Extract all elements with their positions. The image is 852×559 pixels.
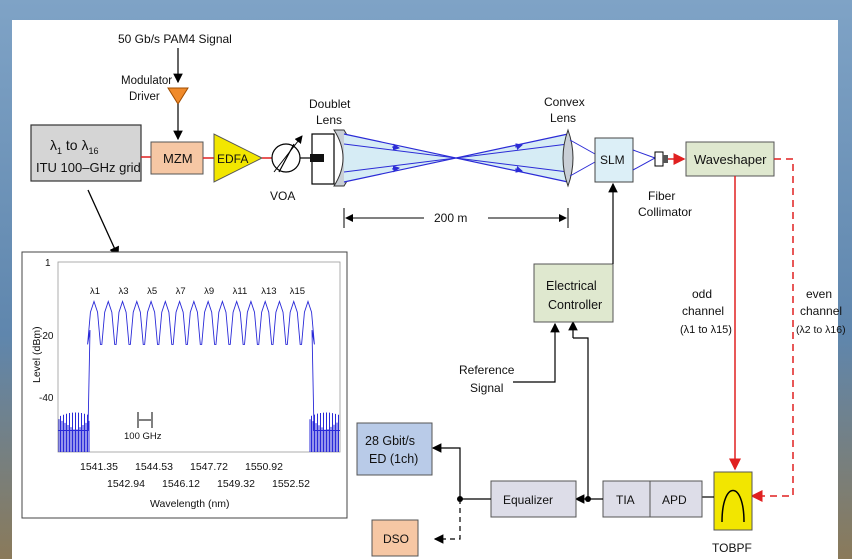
lens-to-slm-rays-2: [569, 161, 596, 177]
slm-box: [594, 137, 634, 183]
driver-label-2: Driver: [129, 91, 160, 103]
waveshaper-box: [685, 141, 775, 177]
apd-box: [649, 480, 703, 518]
spectrum-noise-floor: [58, 412, 339, 452]
ytick-3: -40: [39, 393, 54, 404]
ytick-1: 1: [45, 258, 51, 269]
odd-label-2: channel: [682, 304, 724, 318]
fiber-collimator-tip: [663, 155, 668, 163]
tobpf-filter-icon: [721, 490, 745, 523]
peak-label: λ3: [119, 286, 129, 297]
tia-label: TIA: [616, 493, 635, 507]
modulator-driver-icon: [167, 87, 189, 105]
fiber-launch: [310, 154, 324, 162]
convex-label-1: Convex: [544, 95, 585, 109]
ed-label-1: 28 Gbit/s: [365, 434, 415, 448]
slm-label: SLM: [600, 153, 625, 167]
peak-label: λ7: [176, 286, 186, 297]
xtick-top-4: 1550.92: [245, 461, 283, 473]
distance-label: 200 m: [434, 211, 467, 225]
lens-to-slm-rays: [569, 139, 596, 155]
spectrum-xlabel: Wavelength (nm): [150, 498, 230, 510]
peak-label: λ9: [204, 286, 214, 297]
beam-ray-mid2: [343, 143, 569, 173]
electrical-controller-box: [533, 263, 614, 323]
dso-label: DSO: [383, 532, 409, 546]
beam-arrow-4: [514, 165, 523, 173]
equalizer-box: [490, 480, 577, 518]
spectrum-plot-area: [57, 261, 341, 453]
edfa-label: EDFA: [217, 152, 248, 166]
laser-range-label: λ1 to λ16: [50, 137, 99, 156]
dso-box: [371, 519, 419, 557]
collimator-label-1: Fiber: [648, 189, 675, 203]
beam-arrow-3: [514, 143, 523, 151]
driver-label-1: Modulator: [121, 75, 172, 87]
xtick-bottom-3: 1549.32: [217, 478, 255, 490]
voa-label: VOA: [270, 189, 295, 203]
xtick-top-1: 1541.35: [80, 461, 118, 473]
tobpf-label: TOBPF: [712, 541, 752, 555]
convex-label-2: Lens: [550, 111, 576, 125]
slm-to-collimator-rays: [632, 149, 657, 171]
voa-slash: [278, 143, 295, 173]
spectrum-peak-labels: λ1 λ3 λ5 λ7 λ9 λ11 λ13 λ15: [90, 286, 305, 297]
even-channel-path: [750, 158, 794, 502]
xtick-top-3: 1547.72: [190, 461, 228, 473]
convex-lens: [562, 128, 574, 188]
split-to-ed-line: [431, 443, 461, 499]
split-to-dso-line: [433, 499, 461, 544]
controller-label-1: Electrical: [546, 279, 597, 293]
spacing-label: 100 GHz: [124, 431, 162, 442]
controller-label-2: Controller: [548, 298, 602, 312]
peak-label: λ1: [90, 286, 100, 297]
peak-label: λ11: [233, 286, 248, 297]
ed-label-2: ED (1ch): [369, 452, 418, 466]
voa-arrow: [273, 135, 303, 173]
spectrum-ylabel: Level (dBm): [31, 326, 43, 383]
tap-to-controller-line: [573, 337, 589, 499]
peak-label: λ13: [261, 286, 276, 297]
spectrum-trace: [58, 300, 340, 431]
equalizer-label: Equalizer: [503, 493, 553, 507]
apd-label: APD: [662, 493, 687, 507]
waveshaper-label: Waveshaper: [694, 152, 767, 167]
mzm-box: [150, 141, 204, 175]
mzm-label: MZM: [163, 151, 193, 166]
tobpf-box: [713, 471, 753, 531]
xtick-bottom-4: 1552.52: [272, 478, 310, 490]
edfa-amplifier: [213, 133, 264, 183]
fiber-collimator-icon: [654, 151, 664, 167]
laser-to-spectrum-pointer: [87, 189, 119, 258]
reference-to-controller-line: [513, 322, 560, 383]
xtick-top-2: 1544.53: [135, 461, 173, 473]
reference-label-1: Reference: [459, 363, 515, 377]
error-detector-box: [356, 422, 433, 476]
doublet-label-2: Lens: [316, 113, 342, 127]
xtick-bottom-1: 1542.94: [107, 478, 145, 490]
xtick-bottom-2: 1546.12: [162, 478, 200, 490]
odd-label-1: odd: [692, 287, 712, 301]
peak-label: λ15: [290, 286, 305, 297]
doublet-label-1: Doublet: [309, 97, 351, 111]
collimator-label-2: Collimator: [638, 205, 692, 219]
beam-arrow-2: [391, 165, 400, 173]
laser-grid-label: ITU 100–GHz grid: [36, 160, 141, 175]
odd-label-3: (λ1 to λ15): [680, 324, 732, 336]
even-label-3: (λ2 to λ16): [796, 324, 846, 336]
ytick-2: -20: [39, 331, 54, 342]
reference-label-2: Signal: [470, 381, 503, 395]
pam4-signal-label: 50 Gb/s PAM4 Signal: [118, 32, 232, 46]
even-label-1: even: [806, 287, 832, 301]
laser-source-box: [30, 124, 142, 182]
beam-arrow-1: [391, 143, 400, 151]
peak-label: λ5: [147, 286, 157, 297]
even-label-2: channel: [800, 304, 842, 318]
